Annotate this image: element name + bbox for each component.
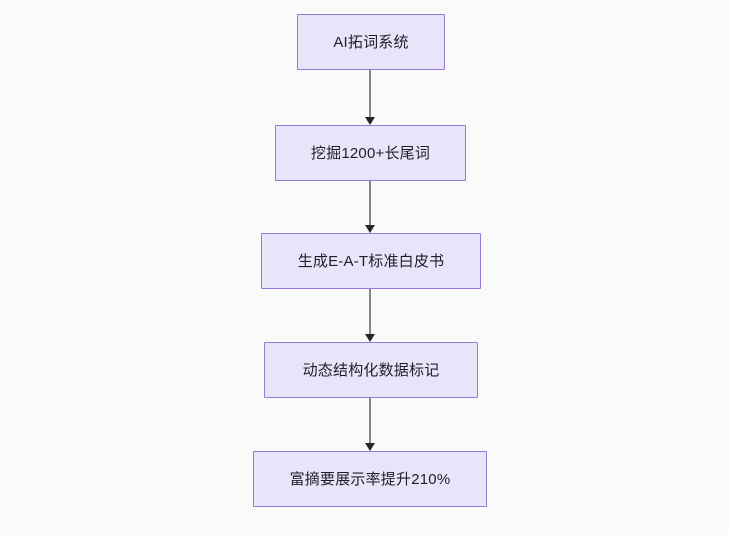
flow-node-label: 富摘要展示率提升210%	[289, 470, 451, 488]
edge-node4-node5	[355, 398, 385, 451]
flow-node-label: 挖掘1200+长尾词	[310, 144, 431, 162]
edge-node1-node2	[355, 70, 385, 125]
edge-node2-node3	[355, 181, 385, 233]
flow-node-label: 生成E-A-T标准白皮书	[297, 252, 445, 270]
edge-line	[369, 398, 371, 443]
flow-node-label: AI拓词系统	[333, 33, 409, 51]
flow-node-label: 动态结构化数据标记	[302, 361, 440, 379]
flow-node-mine-longtail-keywords[interactable]: 挖掘1200+长尾词	[275, 125, 466, 181]
arrowhead-icon	[365, 117, 375, 125]
flow-node-dynamic-structured-data-markup[interactable]: 动态结构化数据标记	[264, 342, 478, 398]
edge-node3-node4	[355, 289, 385, 342]
arrowhead-icon	[365, 334, 375, 342]
flow-node-ai-keyword-system[interactable]: AI拓词系统	[297, 14, 445, 70]
arrowhead-icon	[365, 225, 375, 233]
edge-line	[369, 181, 371, 225]
flow-node-rich-snippet-rate-increase[interactable]: 富摘要展示率提升210%	[253, 451, 487, 507]
arrowhead-icon	[365, 443, 375, 451]
edge-line	[369, 289, 371, 334]
edge-line	[369, 70, 371, 117]
flow-node-generate-eat-whitepaper[interactable]: 生成E-A-T标准白皮书	[261, 233, 481, 289]
